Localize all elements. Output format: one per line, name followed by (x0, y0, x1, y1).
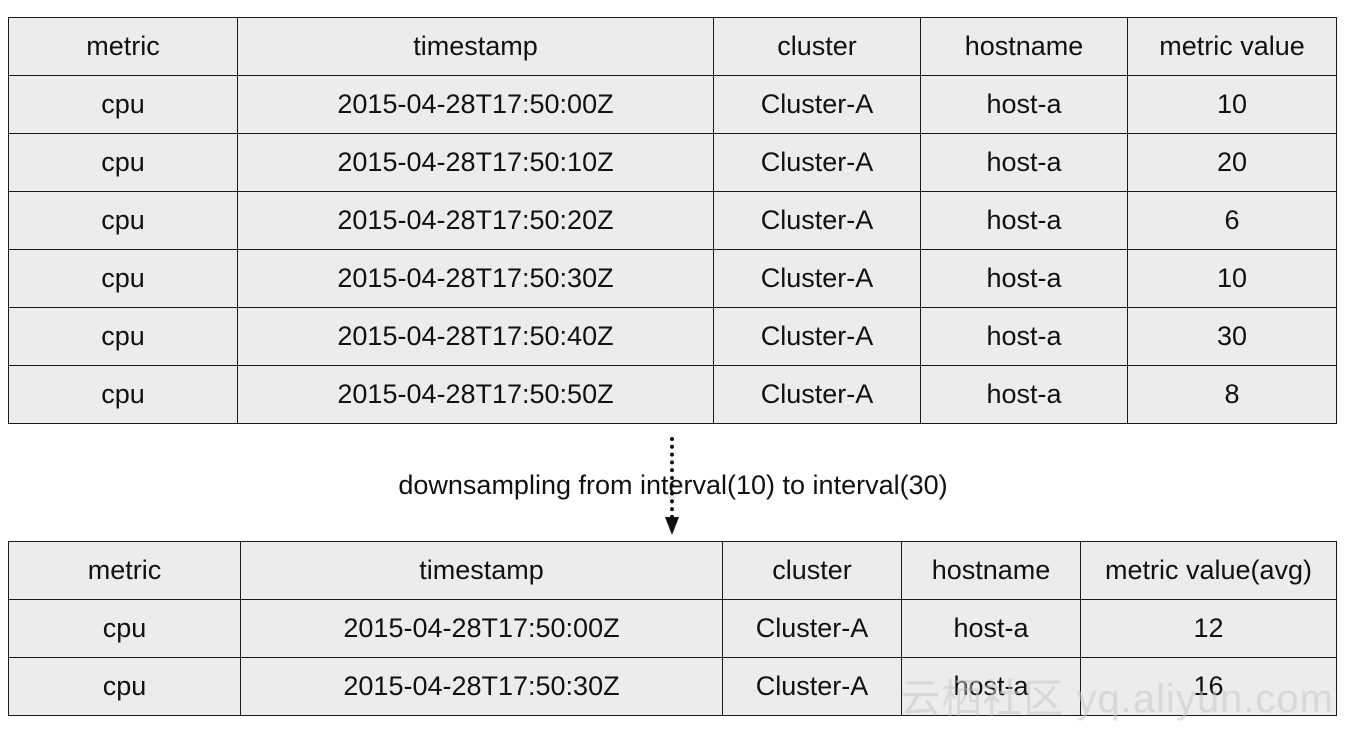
cell-metric-value-avg: 12 (1080, 599, 1337, 658)
cell-metric-value: 6 (1127, 191, 1337, 250)
table-row: cpu 2015-04-28T17:50:40Z Cluster-A host-… (8, 307, 1337, 366)
cell-metric: cpu (8, 657, 241, 716)
column-header-hostname: hostname (920, 17, 1128, 76)
cell-timestamp: 2015-04-28T17:50:40Z (237, 307, 714, 366)
cell-hostname: host-a (920, 75, 1128, 134)
column-header-cluster: cluster (722, 541, 902, 600)
table-row: cpu 2015-04-28T17:50:10Z Cluster-A host-… (8, 133, 1337, 192)
cell-metric-value-avg: 16 (1080, 657, 1337, 716)
cell-cluster: Cluster-A (713, 307, 921, 366)
column-header-metric: metric (8, 17, 238, 76)
cell-metric: cpu (8, 365, 238, 424)
table-row: cpu 2015-04-28T17:50:00Z Cluster-A host-… (8, 75, 1337, 134)
cell-timestamp: 2015-04-28T17:50:30Z (240, 657, 723, 716)
cell-metric: cpu (8, 133, 238, 192)
table-row: cpu 2015-04-28T17:50:30Z Cluster-A host-… (8, 657, 1337, 716)
cell-cluster: Cluster-A (713, 75, 921, 134)
cell-metric-value: 10 (1127, 249, 1337, 308)
cell-cluster: Cluster-A (713, 133, 921, 192)
cell-hostname: host-a (920, 133, 1128, 192)
table-row: cpu 2015-04-28T17:50:00Z Cluster-A host-… (8, 599, 1337, 658)
table-row: cpu 2015-04-28T17:50:30Z Cluster-A host-… (8, 249, 1337, 308)
table-header-row: metric timestamp cluster hostname metric… (8, 541, 1337, 600)
downsampled-table: metric timestamp cluster hostname metric… (8, 541, 1337, 716)
table-row: cpu 2015-04-28T17:50:20Z Cluster-A host-… (8, 191, 1337, 250)
table-row: cpu 2015-04-28T17:50:50Z Cluster-A host-… (8, 365, 1337, 424)
cell-cluster: Cluster-A (722, 657, 902, 716)
cell-metric-value: 20 (1127, 133, 1337, 192)
arrow-shaft (670, 437, 674, 519)
cell-hostname: host-a (920, 307, 1128, 366)
cell-metric: cpu (8, 307, 238, 366)
cell-timestamp: 2015-04-28T17:50:50Z (237, 365, 714, 424)
cell-metric: cpu (8, 191, 238, 250)
cell-timestamp: 2015-04-28T17:50:00Z (240, 599, 723, 658)
column-header-metric: metric (8, 541, 241, 600)
cell-hostname: host-a (920, 365, 1128, 424)
column-header-metric-value-avg: metric value(avg) (1080, 541, 1337, 600)
cell-hostname: host-a (901, 599, 1081, 658)
column-header-metric-value: metric value (1127, 17, 1337, 76)
arrow-head (665, 517, 679, 535)
cell-cluster: Cluster-A (713, 249, 921, 308)
cell-cluster: Cluster-A (713, 365, 921, 424)
cell-cluster: Cluster-A (722, 599, 902, 658)
cell-metric-value: 30 (1127, 307, 1337, 366)
cell-hostname: host-a (920, 249, 1128, 308)
cell-metric: cpu (8, 599, 241, 658)
cell-cluster: Cluster-A (713, 191, 921, 250)
cell-hostname: host-a (901, 657, 1081, 716)
column-header-timestamp: timestamp (240, 541, 723, 600)
watermark: 云栖社区 yq.aliyun.com (900, 677, 1334, 721)
cell-hostname: host-a (920, 191, 1128, 250)
cell-metric: cpu (8, 249, 238, 308)
down-arrow-icon (665, 437, 679, 539)
cell-timestamp: 2015-04-28T17:50:10Z (237, 133, 714, 192)
cell-timestamp: 2015-04-28T17:50:00Z (237, 75, 714, 134)
cell-timestamp: 2015-04-28T17:50:30Z (237, 249, 714, 308)
table-header-row: metric timestamp cluster hostname metric… (8, 17, 1337, 76)
column-header-timestamp: timestamp (237, 17, 714, 76)
column-header-hostname: hostname (901, 541, 1081, 600)
cell-metric-value: 8 (1127, 365, 1337, 424)
cell-metric-value: 10 (1127, 75, 1337, 134)
cell-timestamp: 2015-04-28T17:50:20Z (237, 191, 714, 250)
column-header-cluster: cluster (713, 17, 921, 76)
source-table: metric timestamp cluster hostname metric… (8, 17, 1337, 424)
cell-metric: cpu (8, 75, 238, 134)
